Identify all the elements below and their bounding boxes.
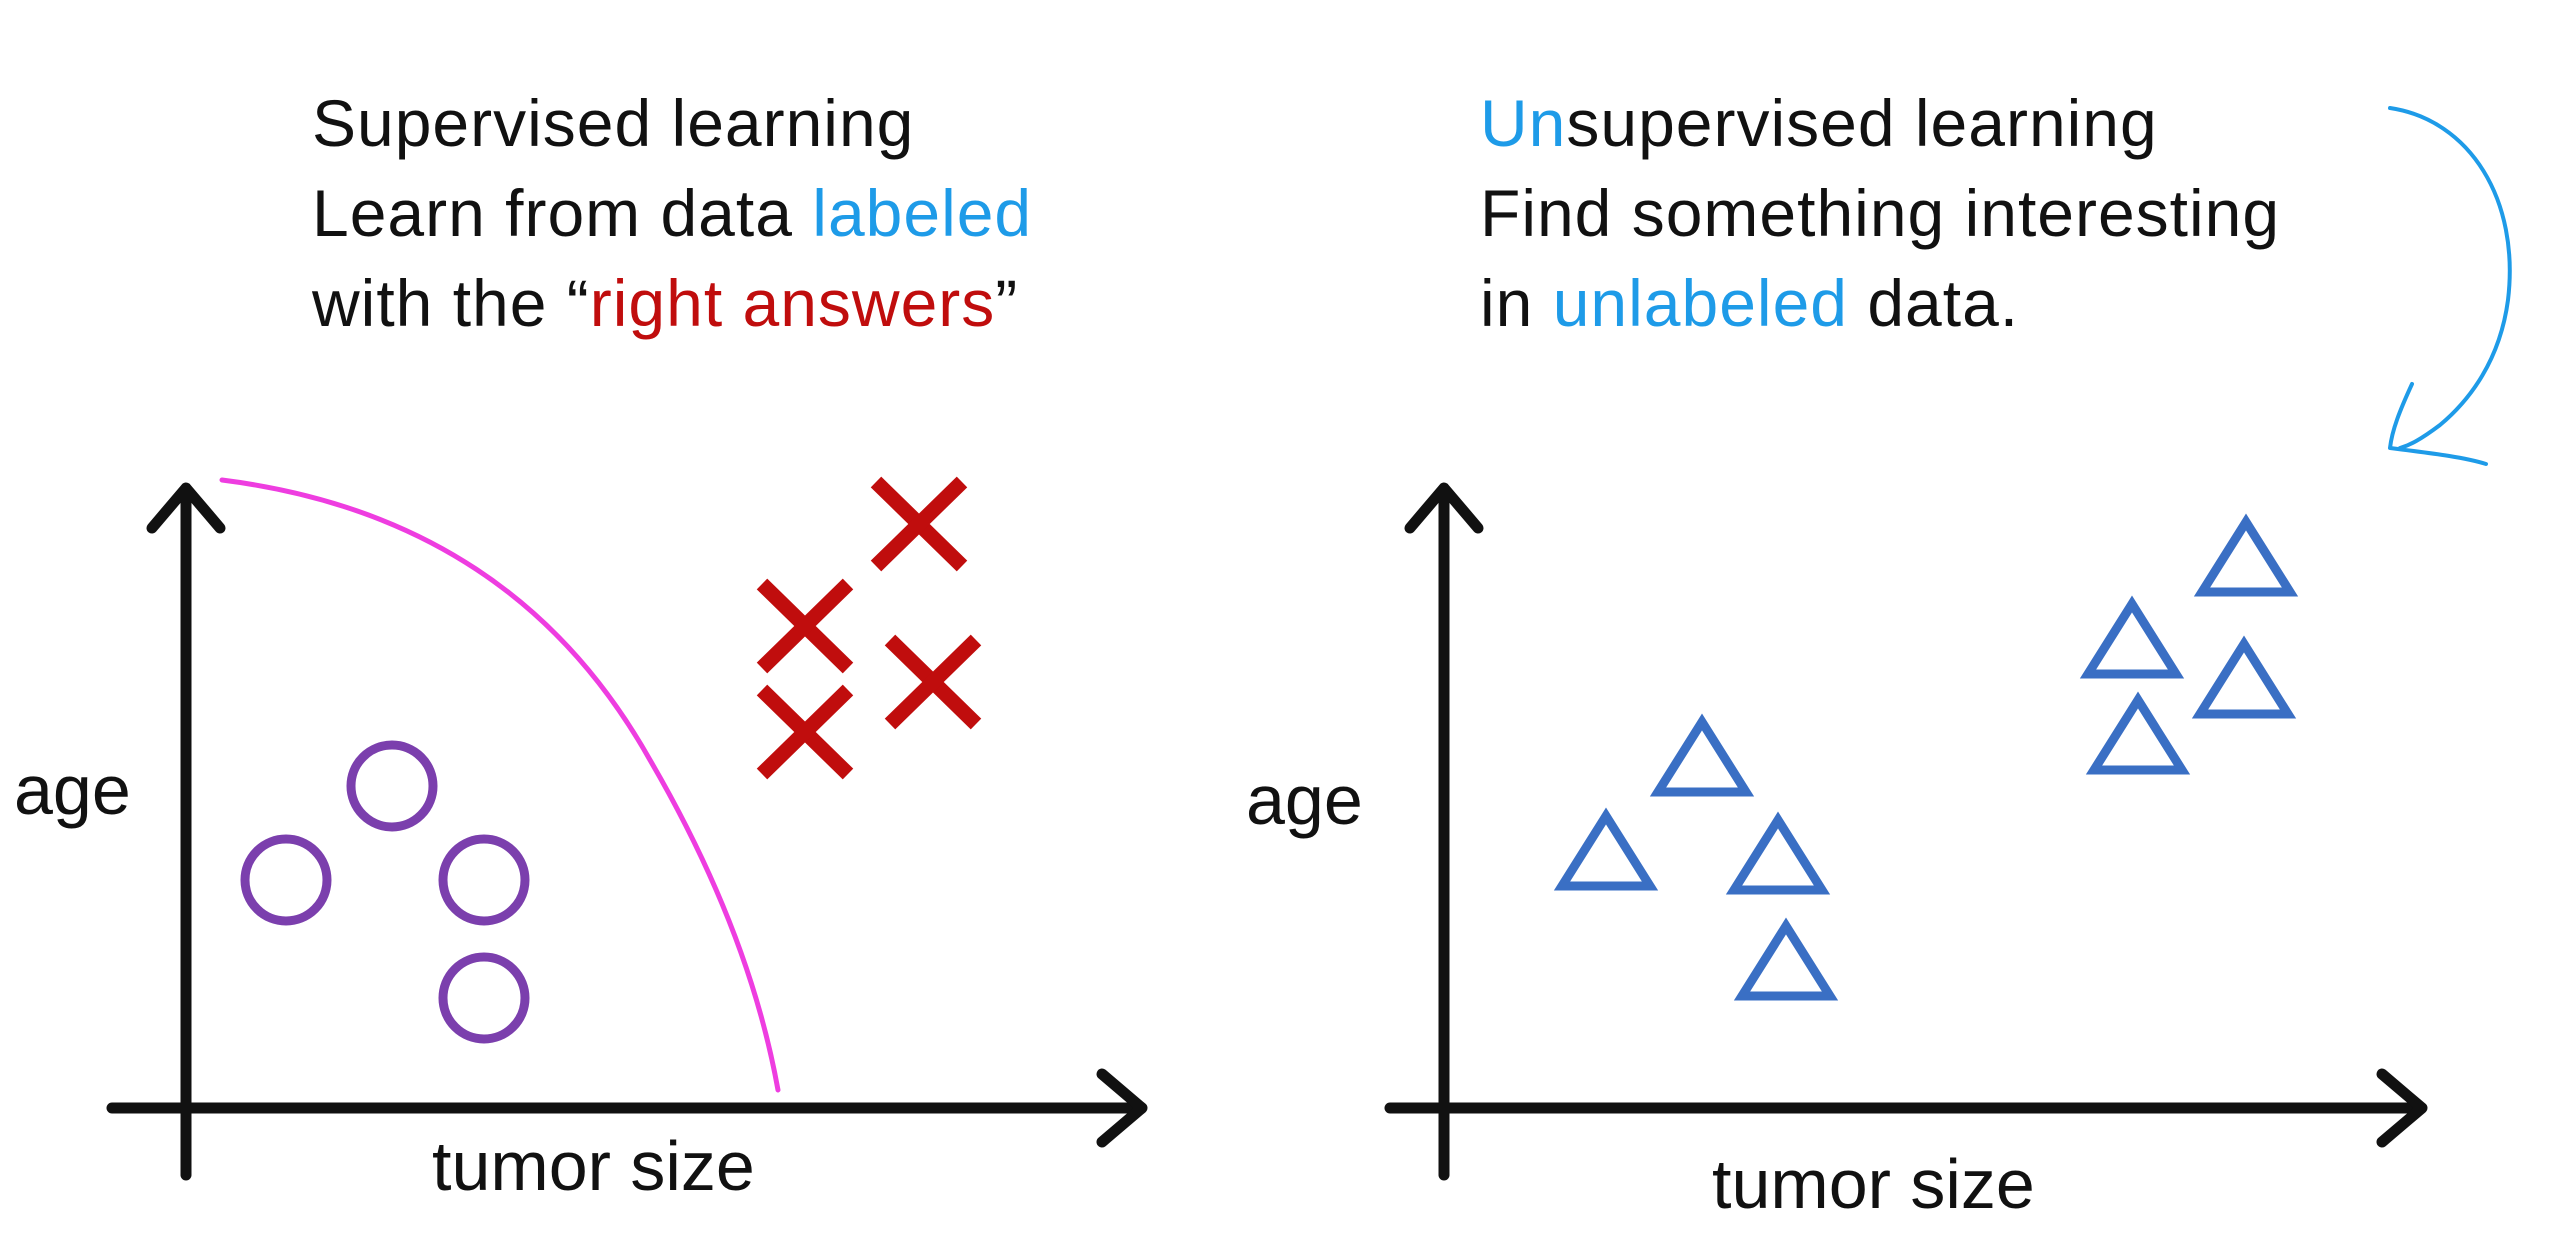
unlabeled-highlight: unlabeled bbox=[1552, 266, 1848, 340]
cross-marker bbox=[756, 578, 854, 674]
circle-marker bbox=[240, 834, 332, 926]
triangle-marker bbox=[2079, 595, 2185, 679]
cross-markers bbox=[756, 476, 982, 780]
circle-marker bbox=[438, 952, 530, 1044]
triangle-marker bbox=[1649, 713, 1755, 797]
left-plot bbox=[106, 482, 1148, 1181]
supervised-line-2: Learn from data labeled bbox=[312, 168, 1032, 258]
decision-boundary-curve bbox=[219, 477, 781, 1093]
right-y-axis-label: age bbox=[1246, 761, 1363, 839]
supervised-text-block: Supervised learning Learn from data labe… bbox=[312, 78, 1032, 348]
unsupervised-line-3: in unlabeled data. bbox=[1480, 258, 2280, 348]
supervised-line-3-prefix: with the “ bbox=[312, 266, 590, 340]
left-x-axis-arrowhead bbox=[1096, 1068, 1148, 1148]
circle-marker bbox=[438, 834, 530, 926]
supervised-line-3-suffix: ” bbox=[995, 266, 1019, 340]
triangle-marker bbox=[1553, 807, 1659, 891]
left-x-axis-label: tumor size bbox=[432, 1127, 755, 1205]
supervised-title: Supervised learning bbox=[312, 86, 915, 160]
cross-marker bbox=[884, 634, 982, 730]
right-answers-highlight: right answers bbox=[589, 266, 996, 340]
unsupervised-line-3-suffix: data. bbox=[1848, 266, 2020, 340]
triangle-marker bbox=[2191, 635, 2297, 719]
triangle-markers bbox=[1553, 513, 2299, 1001]
right-y-axis-arrowhead bbox=[1404, 482, 1484, 534]
unsupervised-line-2: Find something interesting bbox=[1480, 176, 2281, 250]
triangle-marker bbox=[1725, 811, 1831, 895]
left-y-axis-arrowhead bbox=[146, 482, 226, 534]
right-x-axis-arrowhead bbox=[2376, 1068, 2428, 1148]
triangle-marker bbox=[2193, 513, 2299, 597]
left-y-axis-label: age bbox=[14, 751, 131, 829]
triangle-marker bbox=[2085, 691, 2191, 775]
triangle-marker bbox=[1733, 917, 1839, 1001]
right-x-axis-label: tumor size bbox=[1712, 1145, 2035, 1223]
unsupervised-text-block: Unsupervised learning Find something int… bbox=[1480, 78, 2280, 348]
unsupervised-title: Unsupervised learning bbox=[1480, 78, 2280, 168]
unsupervised-line-3-prefix: in bbox=[1480, 266, 1553, 340]
unsupervised-title-rest: supervised learning bbox=[1566, 86, 2158, 160]
labeled-highlight: labeled bbox=[812, 176, 1033, 250]
circle-markers bbox=[240, 740, 530, 1044]
right-plot bbox=[1384, 482, 2428, 1181]
cross-marker bbox=[870, 476, 968, 572]
supervised-line-2-text: Learn from data bbox=[312, 176, 813, 250]
curved-arrow-icon bbox=[2388, 106, 2512, 466]
cross-marker bbox=[756, 684, 854, 780]
supervised-line-3: with the “right answers” bbox=[312, 258, 1032, 348]
un-highlight: Un bbox=[1480, 86, 1567, 160]
circle-marker bbox=[346, 740, 438, 832]
